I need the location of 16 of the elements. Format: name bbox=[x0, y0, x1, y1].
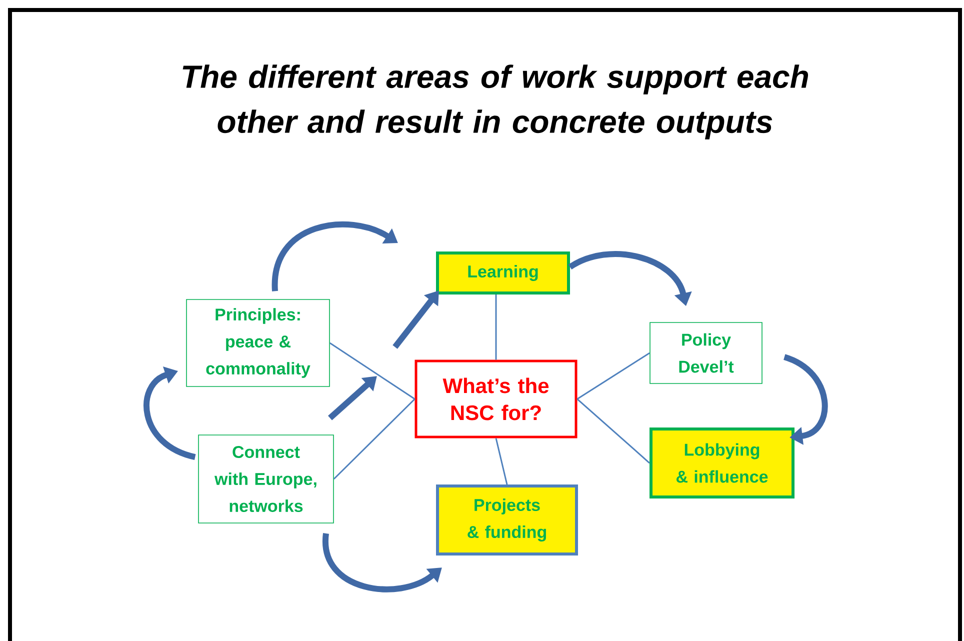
curved-arrow bbox=[144, 366, 196, 460]
curved-arrow bbox=[783, 354, 828, 445]
connector-line bbox=[495, 294, 497, 360]
question-box: What’s the NSC for? bbox=[414, 360, 578, 438]
area-box: Connect with Europe, networks bbox=[198, 434, 334, 524]
area-box: Principles: peace & commonality bbox=[186, 299, 330, 387]
output-box: Projects & funding bbox=[436, 484, 578, 556]
output-box: Lobbying & influence bbox=[650, 428, 794, 498]
connector-line bbox=[576, 398, 650, 464]
output-box: Learning bbox=[436, 252, 570, 294]
area-box: Policy Devel’t bbox=[650, 322, 762, 384]
connector-line bbox=[495, 438, 508, 485]
connector-line bbox=[576, 352, 650, 400]
connector-line bbox=[333, 398, 416, 480]
connector-line bbox=[330, 342, 416, 400]
title: The different areas of work support each other and result in concrete outputs bbox=[182, 64, 808, 140]
